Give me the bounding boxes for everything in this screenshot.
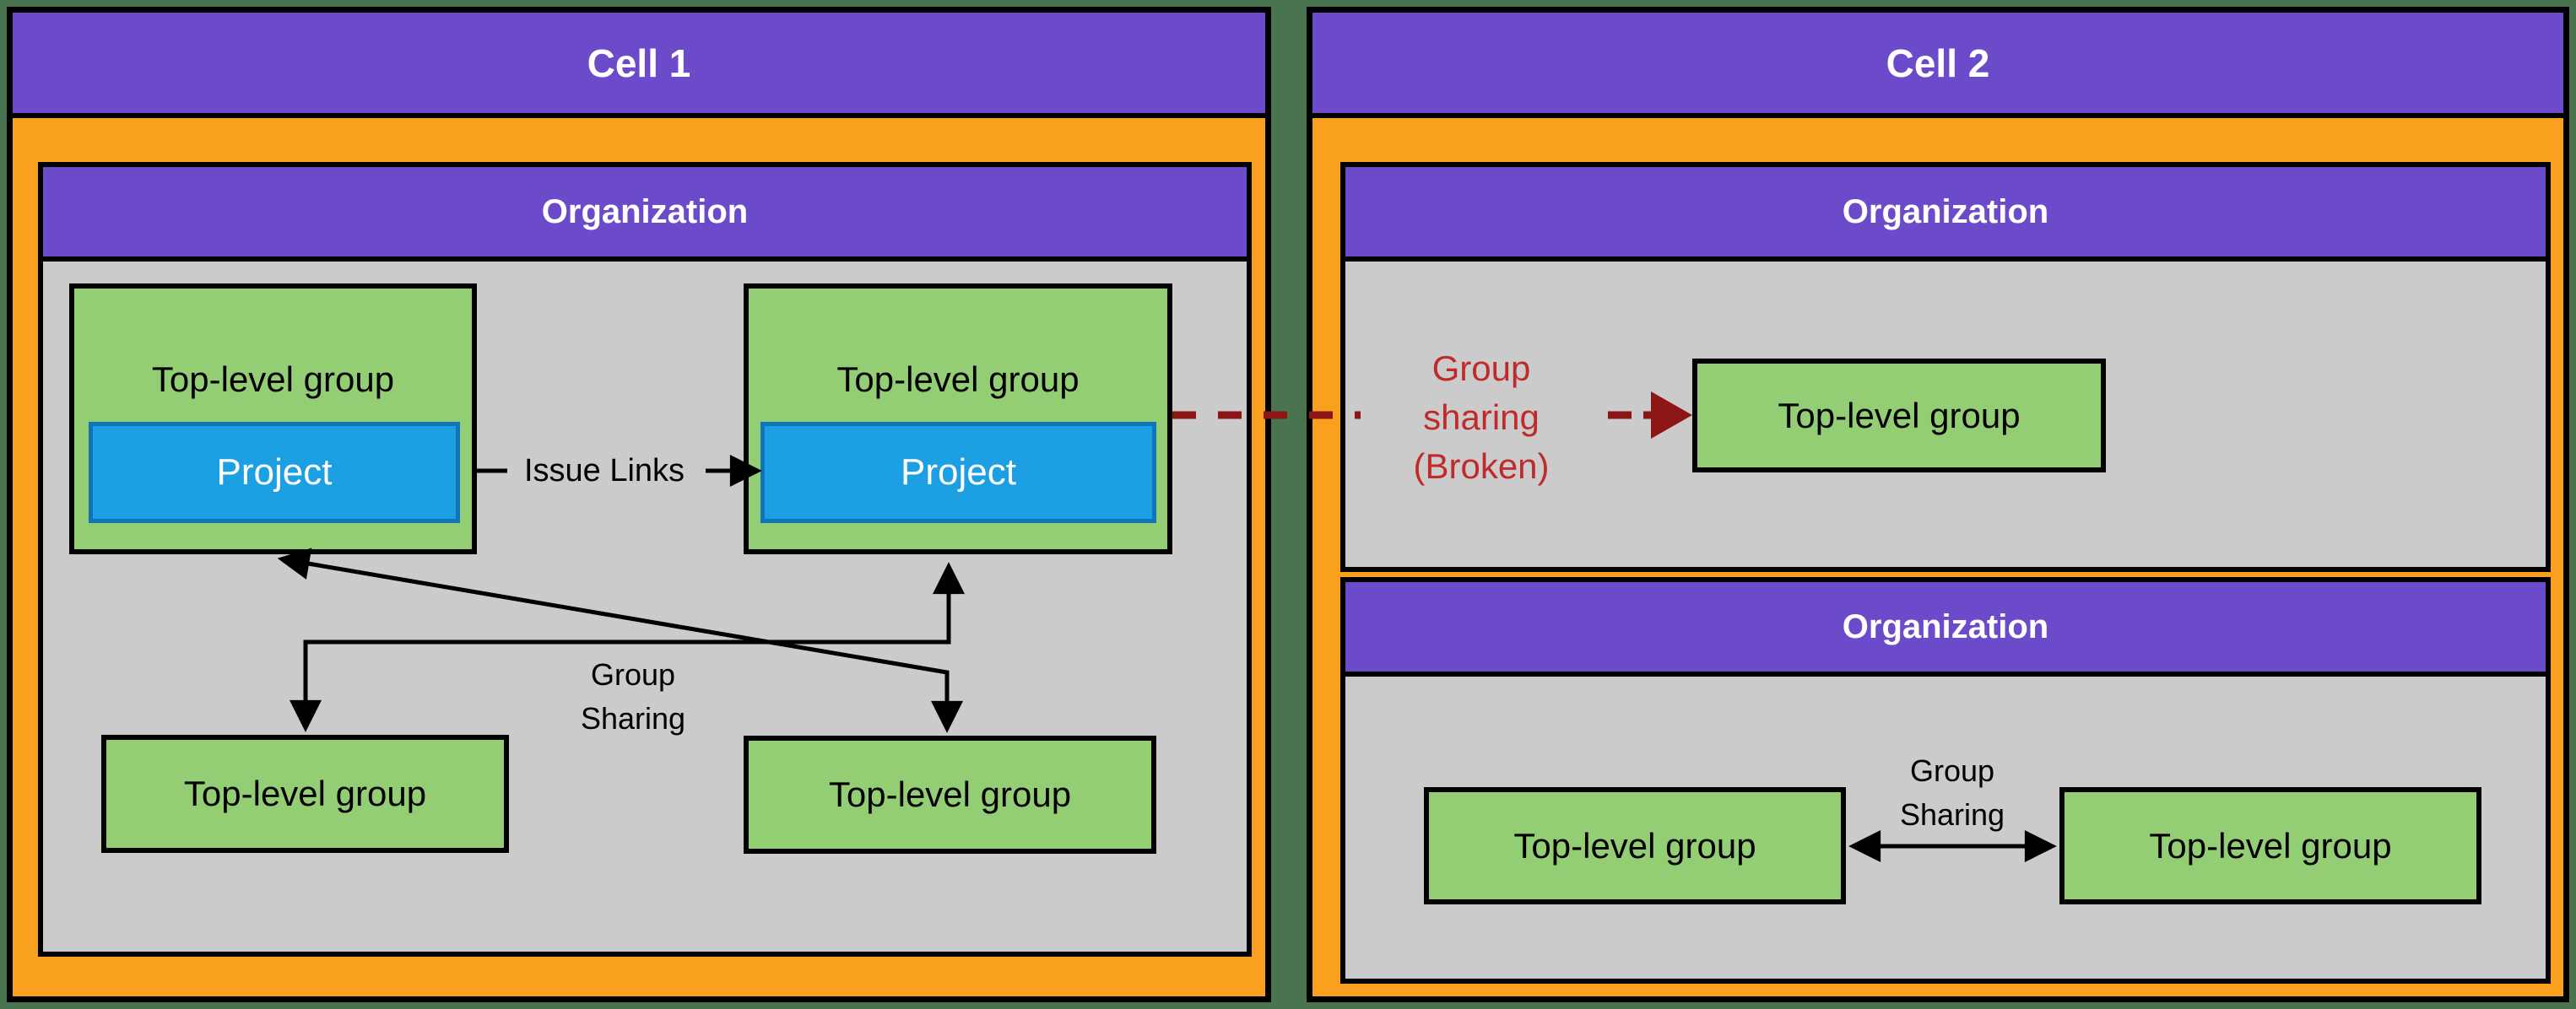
cell2-bottom-right-group-label: Top-level group	[2149, 825, 2392, 866]
broken-group-sharing-label-line3: (Broken)	[1413, 446, 1550, 486]
cell1-top-right-project	[760, 422, 1156, 523]
cell1-organization-title: Organization	[541, 192, 749, 230]
cell1-bottom-right-group-label: Top-level group	[828, 774, 1072, 814]
cell2-top-organization-title: Organization	[1842, 192, 2049, 230]
cell1-top-left-group-label: Top-level group	[151, 359, 395, 399]
cell2-bottom-left-group-label: Top-level group	[1513, 825, 1756, 866]
cell1-top-right-group-label: Top-level group	[836, 359, 1080, 399]
cell1-bottom-left-group-label: Top-level group	[183, 774, 427, 813]
cell1-group-sharing-label-line1: Group	[590, 657, 676, 692]
cell1-top-right-project-label: Project	[901, 451, 1016, 493]
broken-group-sharing-label: Group sharing (Broken)	[1342, 344, 1621, 491]
cell1-top-left-project	[89, 422, 460, 523]
cell2-group-sharing-label: Group Sharing	[1843, 749, 2062, 837]
cell2-title: Cell 2	[1886, 41, 1990, 85]
cell2-top-org-group-label: Top-level group	[1778, 395, 2021, 435]
cell1-bottom-left-group	[101, 735, 509, 853]
cell2-bottom-organization-header	[1345, 582, 2546, 677]
cell1-bottom-right-group	[744, 736, 1156, 854]
broken-group-sharing-label-line2: sharing	[1423, 397, 1540, 437]
cell2-bottom-left-group	[1424, 787, 1846, 904]
cell1-group-sharing-label: Group Sharing	[523, 653, 743, 741]
cell1-organization-header	[43, 167, 1247, 262]
cell2-top-organization-header	[1345, 167, 2546, 262]
cell2-group-sharing-label-line2: Sharing	[1899, 797, 2005, 832]
cell1-group-sharing-label-line2: Sharing	[580, 701, 686, 736]
cell2-bottom-right-group	[2059, 787, 2481, 904]
issue-links-label: Issue Links	[523, 452, 685, 488]
cell1-header	[13, 13, 1265, 118]
broken-group-sharing-label-line1: Group	[1431, 348, 1531, 388]
cell2-group-sharing-label-line1: Group	[1909, 753, 1995, 788]
cell2-header	[1312, 13, 2563, 118]
cell2-bottom-organization-title: Organization	[1842, 607, 2049, 645]
cell2-top-org-group	[1692, 359, 2106, 472]
cell1-title: Cell 1	[587, 41, 691, 85]
cell1-top-left-project-label: Project	[216, 451, 333, 493]
